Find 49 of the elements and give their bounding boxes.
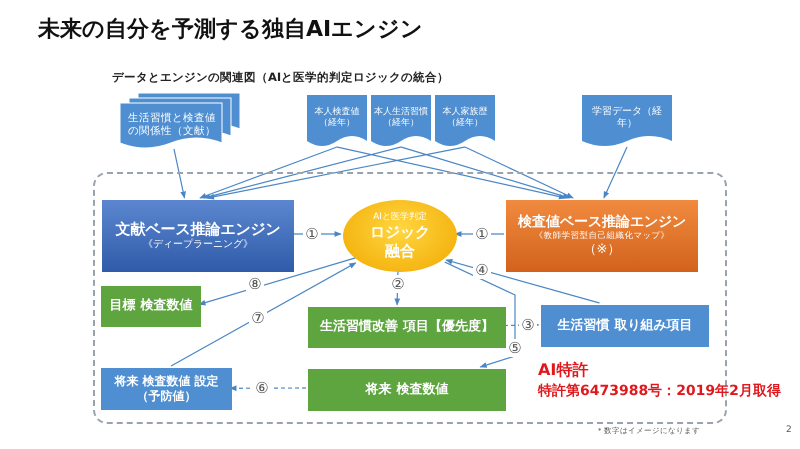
page-number: 2 <box>786 425 792 435</box>
arrow <box>400 146 570 199</box>
arrow <box>603 146 628 199</box>
node-text: 目標 検査数値 <box>110 298 192 315</box>
process-box <box>101 368 232 410</box>
arrow <box>206 146 466 200</box>
edge-label: ⑧ <box>246 275 264 293</box>
process-box <box>102 200 294 272</box>
edge-label: ② <box>389 275 407 293</box>
node-text: 生活習慣と検査値の関係性（文献） <box>127 112 217 138</box>
ellipse-text: AIと医学判定 <box>372 212 428 223</box>
patent-heading: AI特許 <box>538 360 588 381</box>
node-text: 《教師学習型自己組織化マップ》 <box>534 231 670 242</box>
node-text: 生活習慣 取り組み項目 <box>558 318 692 334</box>
node-text: 学習データ（経年） <box>591 106 663 130</box>
node-text: 本人家族歴（経年） <box>442 106 488 130</box>
node-text: 将来 検査数値 <box>366 382 448 398</box>
edge-label: ⑤ <box>506 339 524 357</box>
node-text: 検査値ベース推論エンジン <box>518 214 686 230</box>
process-box <box>101 286 201 327</box>
arrow <box>173 148 186 199</box>
ellipse-text: ロジック融合 <box>369 222 431 260</box>
process-box <box>308 307 506 348</box>
title: 未来の自分を予測する独自AIエンジン <box>38 16 424 44</box>
node-text: 将来 検査数値 設定（予防値） <box>113 374 220 404</box>
node-text: 《ディープラーニング》 <box>143 239 253 252</box>
edge-label: ④ <box>473 261 491 279</box>
process-box <box>541 305 709 347</box>
node-text: （※） <box>584 242 620 258</box>
document-shape <box>435 95 495 147</box>
node-text: 本人生活習慣（経年） <box>373 106 429 130</box>
document-shape <box>307 95 367 147</box>
diagram-subtitle: データとエンジンの関連図（AIと医学的判定ロジックの統合） <box>112 70 450 85</box>
process-box <box>506 200 698 272</box>
arrow <box>444 262 516 368</box>
patent-number: 特許第6473988号：2019年2月取得 <box>538 382 781 400</box>
arrow <box>170 262 356 367</box>
arrow <box>464 146 574 199</box>
node-text: 生活習慣改善 項目【優先度】 <box>320 319 494 336</box>
node-text: 本人検査値（経年） <box>314 106 360 130</box>
dashed-frame <box>93 172 727 424</box>
document-shape <box>582 95 672 147</box>
arrow <box>202 146 402 200</box>
process-box <box>308 369 506 411</box>
arrow <box>445 258 600 304</box>
document-shape <box>371 95 431 147</box>
node-text: 文献ベース推論エンジン <box>116 220 280 238</box>
document-stack <box>120 93 240 149</box>
arrow <box>199 146 338 199</box>
